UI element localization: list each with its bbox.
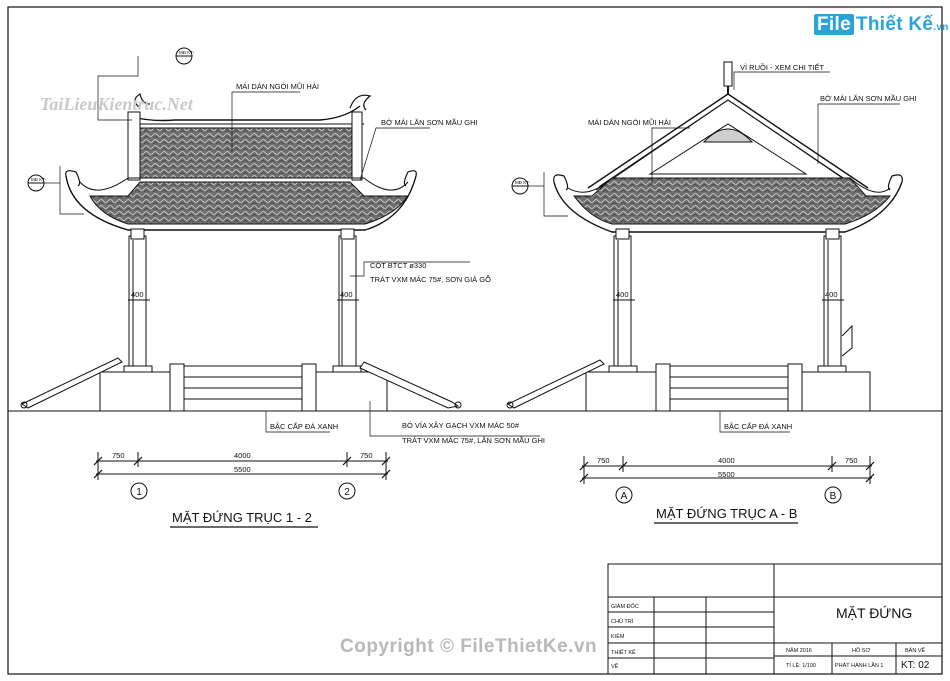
profile-label: HỒ SƠ (852, 647, 870, 654)
scale: TỈ LỆ: 1/100 (786, 661, 816, 669)
left-dim-total: 5500 (234, 465, 251, 474)
watermark-bottom: Copyright © FileThietKe.vn (340, 636, 598, 657)
year: NĂM 2016 (786, 647, 812, 654)
left-tag-2: MĐ KT- (31, 177, 47, 182)
right-dim-3: 750 (845, 456, 858, 465)
right-label-ridge: BỜ MÁI LĂN SƠN MẦU GHI (820, 93, 917, 103)
left-label-steps: BẬC CẤP ĐÁ XANH (270, 421, 338, 431)
right-roof (573, 177, 892, 225)
left-axis-1: 1 (136, 487, 142, 498)
logo-box-text: File (814, 14, 854, 35)
left-lower-roof (89, 181, 409, 225)
right-label-roof: MÁI DÁN NGÓI MŨI HÀI (588, 118, 671, 127)
right-elevation (506, 61, 903, 524)
sheet-border (7, 6, 943, 675)
left-label-column-1: CỘT BTCT ø330 (370, 261, 426, 270)
left-elevation (20, 47, 540, 528)
left-col-dim-1: 400 (131, 290, 144, 299)
right-label-steps: BẬC CẤP ĐÁ XANH (724, 421, 792, 431)
right-col-dim-1: 400 (616, 290, 629, 299)
left-dim-3: 750 (360, 451, 373, 460)
left-label-column-2: TRÁT VXM MÁC 75#, SƠN GIẢ GỖ (370, 275, 491, 284)
role-design: THIẾT KẾ (611, 649, 636, 656)
watermark-top-left: TaiLieuKientruc.Net (40, 94, 193, 114)
right-tag-1: MĐ KT- (515, 180, 531, 185)
right-dim-2: 4000 (718, 456, 735, 465)
left-dim-1: 750 (112, 451, 125, 460)
left-label-ridge: BỜ MÁI LĂN SƠN MẦU GHI (381, 117, 478, 127)
left-tag-1: MĐ KT- (179, 50, 195, 55)
role-draft: VẼ (611, 663, 619, 670)
role-lead: CHỦ TRÌ (611, 618, 634, 625)
left-upper-roof (137, 127, 356, 179)
left-label-curb-2: TRÁT VXM MÁC 75#, LĂN SƠN MẦU GHI (402, 435, 545, 445)
right-axis-b: B (830, 491, 837, 502)
right-dim-total: 5500 (718, 470, 735, 479)
left-col-dim-2: 400 (340, 290, 353, 299)
right-dim-1: 750 (597, 456, 610, 465)
left-label-roof: MÁI DÁN NGÓI MŨI HÀI (236, 82, 319, 91)
left-dim-2: 4000 (234, 451, 251, 460)
sheet-value: KT: 02 (901, 660, 930, 671)
left-axis-2: 2 (344, 487, 350, 498)
right-title: MẶT ĐỨNG TRỤC A - B (656, 506, 797, 521)
title-block (607, 563, 943, 675)
right-col-dim-2: 400 (825, 290, 838, 299)
profile-value: PHÁT HÀNH LẦN 1 (835, 662, 884, 669)
logo-brand-text: Thiết Kế (855, 14, 934, 35)
sheet-label: BẢN VẼ (905, 647, 926, 654)
right-axis-a: A (621, 491, 628, 502)
role-check: KIỂM (611, 633, 625, 640)
title-block-title: MẶT ĐỨNG (836, 605, 912, 621)
logo-suffix: .vn (933, 22, 949, 33)
right-label-finial: VÌ RUỒI - XEM CHI TIẾT (740, 62, 824, 72)
role-director: GIÁM ĐỐC (611, 603, 639, 610)
left-label-curb-1: BÓ VỈA XÂY GẠCH VXM MÁC 50# (402, 421, 520, 430)
left-title: MẶT ĐỨNG TRỤC 1 - 2 (172, 510, 312, 525)
